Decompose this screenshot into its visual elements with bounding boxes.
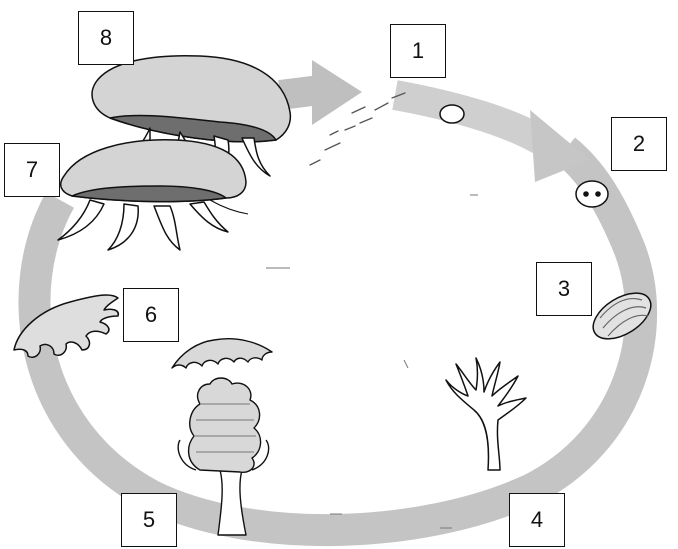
polyp-illustration [446, 358, 526, 470]
stage-label-3: 3 [536, 262, 592, 316]
stage-label-2: 2 [611, 117, 667, 171]
ephyra-small-illustration [172, 339, 272, 368]
stage-label-4: 4 [509, 493, 565, 547]
stage-label-5: 5 [121, 493, 177, 547]
cycle-arrow-upper-left [280, 60, 362, 125]
medusa-lower-illustration [58, 140, 248, 250]
speck-marks [266, 195, 478, 528]
egg-illustration [440, 105, 464, 123]
stage-label-6: 6 [123, 288, 179, 342]
dividing-cell-illustration [576, 181, 608, 207]
stage-label-8: 8 [78, 11, 134, 65]
stage-label-7: 7 [4, 143, 60, 197]
stage-label-1: 1 [390, 24, 446, 78]
